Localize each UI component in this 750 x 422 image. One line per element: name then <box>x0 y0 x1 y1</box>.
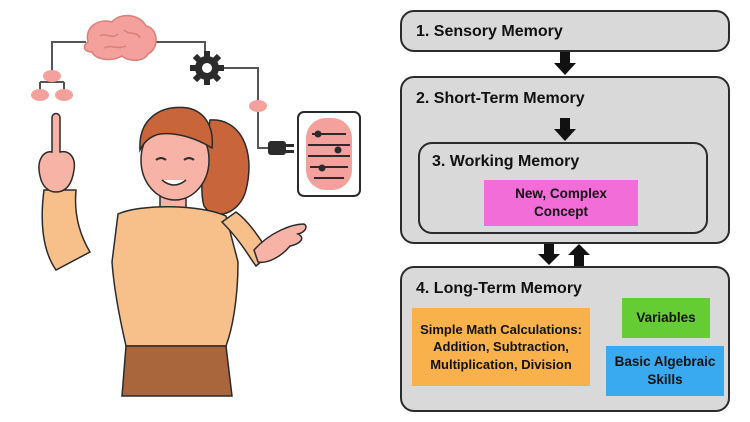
arrow-down-icon <box>554 118 576 141</box>
brain-icon <box>83 14 157 61</box>
plug-icon <box>268 141 294 155</box>
arrow-down-icon <box>538 244 560 265</box>
concept-line: Addition, Subtraction, <box>433 339 569 355</box>
concept-line: Skills <box>647 372 683 387</box>
gear-icon <box>190 51 224 85</box>
short-term-memory-title: 2. Short-Term Memory <box>416 90 585 107</box>
concept-line: Basic Algebraic <box>614 353 716 369</box>
simple-math-concept: Simple Math Calculations: Addition, Subt… <box>412 308 590 386</box>
memory-capsule-icon <box>297 111 361 197</box>
arrow-up-icon <box>568 244 590 266</box>
woman-figure <box>38 106 307 397</box>
learning-illustration <box>31 14 361 397</box>
concept-line: New, Complex <box>515 185 607 201</box>
new-complex-concept: New, Complex Concept <box>484 180 638 226</box>
sensory-memory-box: 1. Sensory Memory <box>400 10 730 52</box>
working-memory-title: 3. Working Memory <box>432 153 580 170</box>
basic-algebraic-skills-concept: Basic Algebraic Skills <box>606 346 724 396</box>
concept-line: Simple Math Calculations: <box>420 321 582 337</box>
sensory-memory-title: 1. Sensory Memory <box>416 23 563 40</box>
concept-line: Concept <box>534 204 588 219</box>
variables-concept: Variables <box>622 298 710 338</box>
long-term-memory-title: 4. Long-Term Memory <box>416 280 582 297</box>
concept-line: Variables <box>636 309 696 325</box>
concept-line: Multiplication, Division <box>430 356 572 372</box>
arrow-down-icon <box>554 52 576 75</box>
